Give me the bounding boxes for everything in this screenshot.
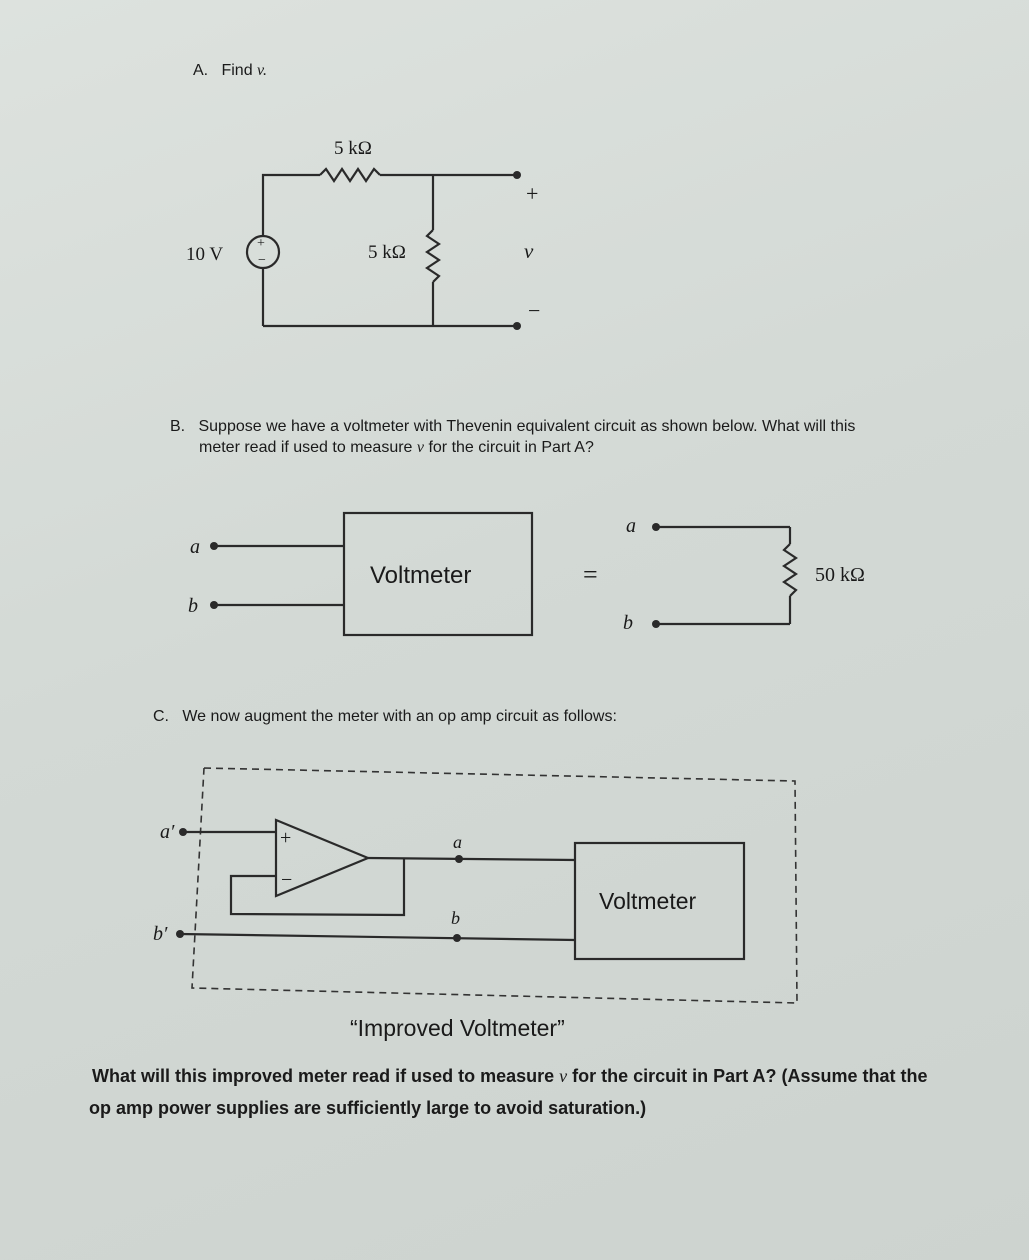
voltmeter-c-label: Voltmeter	[599, 888, 696, 914]
terminal-b-label: b	[188, 595, 198, 617]
part-c-text: We now augment the meter with an op amp …	[182, 708, 617, 725]
part-c-label: C.	[153, 708, 169, 725]
output-terminal-plus	[513, 171, 521, 179]
terminal-b-prime-label: b′	[153, 923, 168, 945]
terminal-a-prime-dot	[179, 828, 187, 836]
shunt-resistor-symbol	[425, 229, 441, 283]
node-a-dot	[455, 855, 463, 863]
part-b-line2-var: v	[416, 439, 424, 456]
part-a-heading: A. Find v.	[193, 60, 267, 81]
part-a-var: v.	[257, 62, 267, 79]
op-amp-symbol	[274, 818, 371, 898]
source-plus-sign: +	[257, 236, 265, 251]
source-label: 10 V	[186, 244, 223, 265]
node-b-dot	[453, 934, 461, 942]
eq-terminal-a-label: a	[626, 515, 636, 537]
part-b-line2-pre: meter read if used to measure	[199, 439, 413, 456]
series-resistor-symbol	[319, 167, 381, 183]
op-amp-plus: +	[280, 827, 291, 849]
improved-voltmeter-caption: “Improved Voltmeter”	[350, 1015, 565, 1041]
output-plus-sign: +	[526, 181, 538, 206]
eq-terminal-b-dot	[652, 620, 660, 628]
final-question-line1: What will this improved meter read if us…	[92, 1064, 928, 1088]
source-minus-sign: −	[258, 253, 266, 268]
output-terminal-minus	[513, 322, 521, 330]
shunt-resistor-label: 5 kΩ	[368, 242, 406, 263]
final-q-var: v	[559, 1066, 568, 1086]
equivalent-resistor-label: 50 kΩ	[815, 564, 865, 586]
part-b-line1-text: Suppose we have a voltmeter with Theveni…	[198, 418, 856, 435]
terminal-a-label: a	[190, 536, 200, 558]
part-b-line2-post: for the circuit in Part A?	[428, 439, 594, 456]
part-b-line2: meter read if used to measure v for the …	[199, 437, 594, 458]
voltmeter-box-c	[573, 841, 746, 961]
equals-sign: =	[583, 560, 598, 589]
part-a-prompt: Find	[221, 62, 253, 79]
terminal-a-dot	[210, 542, 218, 550]
terminal-a-prime-label: a′	[160, 821, 175, 843]
terminal-b-dot	[210, 601, 218, 609]
eq-terminal-a-dot	[652, 523, 660, 531]
improved-voltmeter-boundary	[191, 767, 798, 1004]
output-voltage-label: v	[524, 239, 534, 263]
part-c-heading: C. We now augment the meter with an op a…	[153, 706, 617, 727]
part-b-line1: B. Suppose we have a voltmeter with Thev…	[170, 416, 855, 437]
output-minus-sign: −	[528, 298, 540, 323]
voltmeter-box	[342, 511, 534, 637]
final-question-line2: op amp power supplies are sufficiently l…	[89, 1098, 647, 1118]
node-b-label: b	[451, 908, 460, 928]
series-resistor-label: 5 kΩ	[334, 138, 372, 159]
op-amp-minus: −	[281, 869, 292, 891]
terminal-b-prime-dot	[176, 930, 184, 938]
final-q-pre: What will this improved meter read if us…	[92, 1066, 555, 1086]
final-q-post: for the circuit in Part A? (Assume that …	[572, 1066, 928, 1086]
equivalent-resistor-symbol	[782, 543, 798, 597]
part-b-label: B.	[170, 418, 186, 435]
voltmeter-label: Voltmeter	[370, 562, 471, 589]
part-a-label: A.	[193, 62, 209, 79]
eq-terminal-b-label: b	[623, 612, 633, 634]
node-a-label: a	[453, 832, 462, 852]
